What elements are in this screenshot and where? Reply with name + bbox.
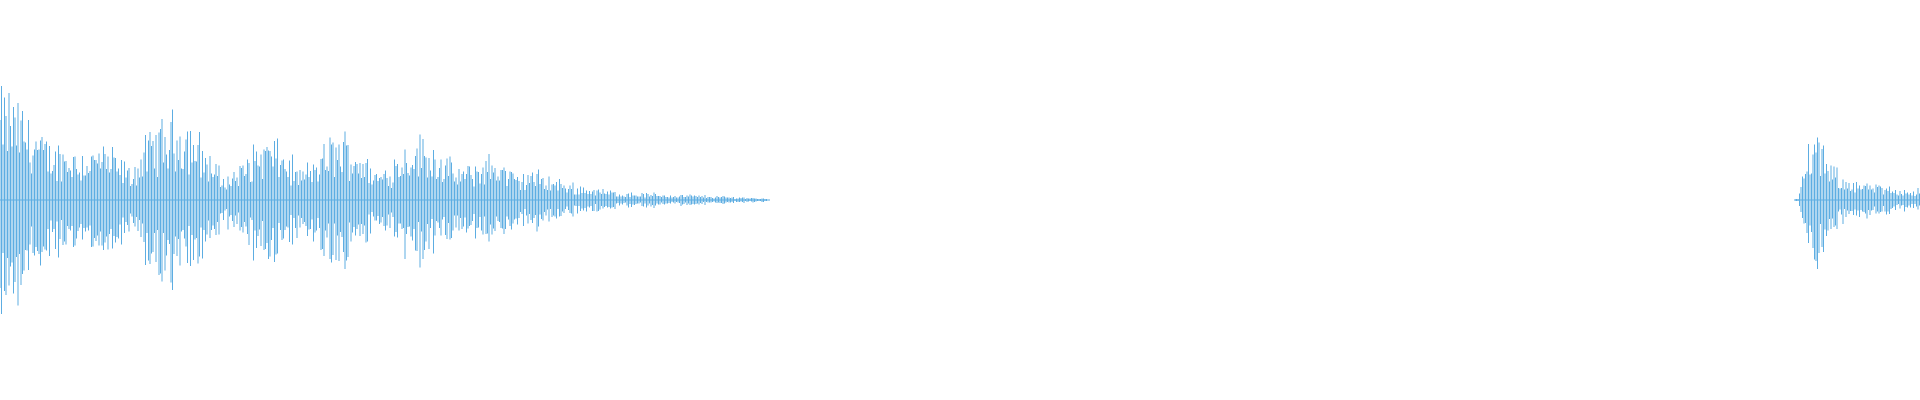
audio-clip-2-waveform[interactable] bbox=[1794, 137, 1920, 269]
audio-clip-1-waveform[interactable] bbox=[0, 85, 770, 314]
